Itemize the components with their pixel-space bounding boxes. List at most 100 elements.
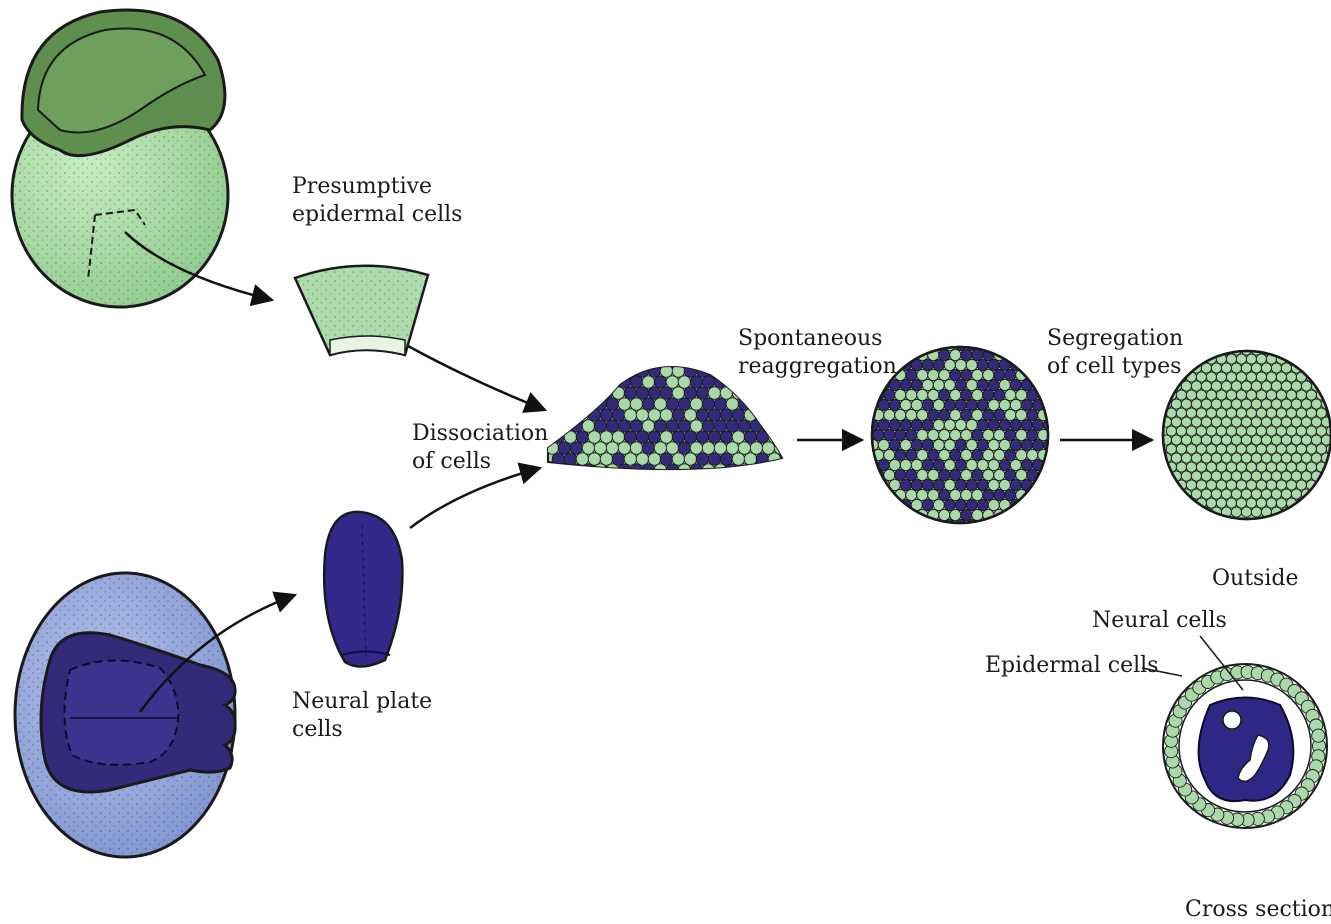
cell bbox=[1201, 471, 1211, 481]
cell bbox=[666, 398, 678, 410]
cell bbox=[939, 469, 950, 480]
cell bbox=[1226, 498, 1236, 508]
cell bbox=[1027, 409, 1038, 420]
cell bbox=[1032, 419, 1043, 430]
cell bbox=[642, 442, 654, 454]
cell bbox=[933, 439, 944, 450]
cell bbox=[1291, 435, 1301, 445]
cell bbox=[1038, 509, 1049, 520]
cell bbox=[720, 409, 732, 421]
cell bbox=[1049, 449, 1060, 460]
label-outside: Outside bbox=[1212, 565, 1298, 593]
cell bbox=[1236, 444, 1246, 454]
cell bbox=[1261, 417, 1271, 427]
cell bbox=[612, 365, 624, 377]
cell bbox=[1181, 417, 1191, 427]
cell bbox=[1246, 444, 1256, 454]
cell bbox=[678, 442, 690, 454]
cell bbox=[966, 459, 977, 470]
cell bbox=[1221, 417, 1231, 427]
cell bbox=[950, 369, 961, 380]
cell bbox=[911, 439, 922, 450]
cell bbox=[955, 339, 966, 350]
label-presumptive-line1: Presumptive bbox=[292, 173, 462, 201]
cell bbox=[1251, 489, 1261, 499]
cell bbox=[955, 379, 966, 390]
cell bbox=[1010, 479, 1021, 490]
cell bbox=[750, 464, 762, 476]
cell bbox=[576, 431, 588, 443]
cell bbox=[917, 449, 928, 460]
cell bbox=[1211, 417, 1221, 427]
cell bbox=[1221, 381, 1231, 391]
cell bbox=[1246, 426, 1256, 436]
cell bbox=[1301, 399, 1311, 409]
cell bbox=[928, 449, 939, 460]
cell bbox=[1306, 354, 1316, 364]
cell bbox=[895, 389, 906, 400]
epidermal-tissue-piece bbox=[295, 266, 428, 355]
cell bbox=[1231, 399, 1241, 409]
cell bbox=[895, 449, 906, 460]
cell bbox=[1291, 471, 1301, 481]
cell bbox=[1291, 507, 1301, 517]
cell bbox=[867, 379, 878, 390]
cell bbox=[906, 369, 917, 380]
cell bbox=[714, 442, 726, 454]
cell bbox=[678, 376, 690, 388]
cell bbox=[1246, 372, 1256, 382]
cell bbox=[1043, 519, 1054, 530]
cell bbox=[939, 409, 950, 420]
cell bbox=[774, 420, 786, 432]
cell bbox=[642, 398, 654, 410]
cell bbox=[1171, 507, 1181, 517]
cell bbox=[774, 398, 786, 410]
cell bbox=[950, 389, 961, 400]
cell bbox=[690, 442, 702, 454]
cell bbox=[906, 389, 917, 400]
cell bbox=[636, 453, 648, 465]
cell bbox=[906, 469, 917, 480]
cell bbox=[922, 339, 933, 350]
cell bbox=[1321, 345, 1331, 355]
cell bbox=[1171, 417, 1181, 427]
cell bbox=[744, 387, 756, 399]
cell bbox=[977, 439, 988, 450]
cell bbox=[1216, 498, 1226, 508]
label-segregation-line2: of cell types bbox=[1047, 353, 1183, 381]
cell bbox=[1186, 354, 1196, 364]
cell bbox=[768, 387, 780, 399]
cell bbox=[1271, 435, 1281, 445]
cell bbox=[1206, 498, 1216, 508]
cell bbox=[732, 431, 744, 443]
cell bbox=[1256, 444, 1266, 454]
cell bbox=[1171, 435, 1181, 445]
cell bbox=[1281, 471, 1291, 481]
cell bbox=[660, 453, 672, 465]
cell bbox=[594, 376, 606, 388]
cell bbox=[1256, 354, 1266, 364]
cell bbox=[922, 479, 933, 490]
cell bbox=[911, 479, 922, 490]
cell bbox=[756, 387, 768, 399]
cell bbox=[1271, 345, 1281, 355]
cell bbox=[1016, 469, 1027, 480]
cell bbox=[1321, 363, 1331, 373]
cell bbox=[1241, 399, 1251, 409]
label-segregation: Segregation of cell types bbox=[1047, 325, 1183, 380]
cell bbox=[961, 349, 972, 360]
cell bbox=[1276, 444, 1286, 454]
cell bbox=[928, 389, 939, 400]
cell bbox=[1049, 469, 1060, 480]
cell bbox=[1246, 390, 1256, 400]
cell bbox=[867, 499, 878, 510]
cell bbox=[1266, 462, 1276, 472]
cell bbox=[1271, 453, 1281, 463]
cell bbox=[726, 354, 738, 366]
cell bbox=[922, 419, 933, 430]
cell bbox=[618, 420, 630, 432]
cell bbox=[714, 354, 726, 366]
segregated-ball-outside bbox=[1161, 345, 1331, 519]
cell bbox=[552, 387, 564, 399]
cell bbox=[977, 359, 988, 370]
